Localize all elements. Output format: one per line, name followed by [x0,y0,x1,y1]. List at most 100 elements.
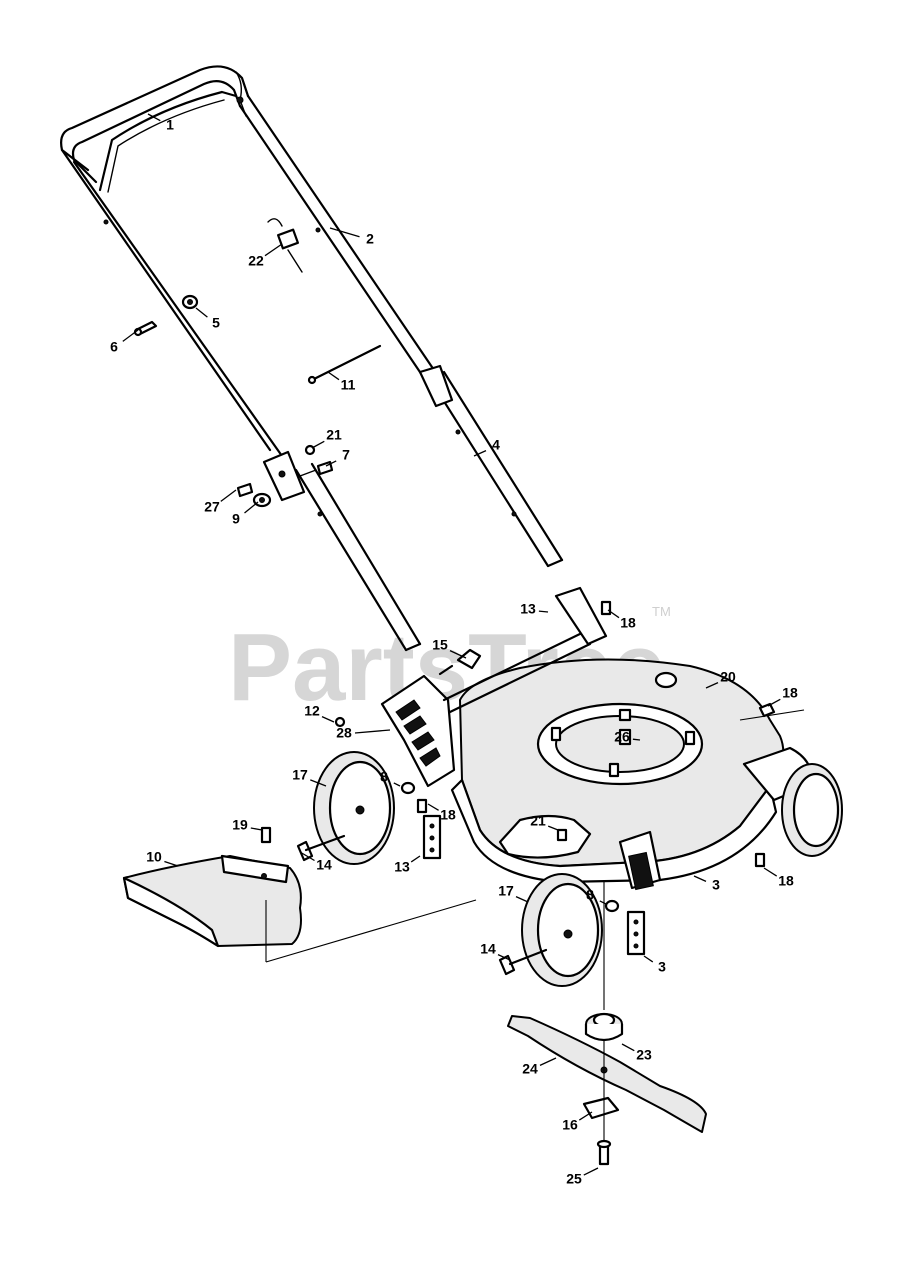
callout-leader-line [705,682,719,689]
callout-leader-line [220,489,237,502]
callout-20: 20 [705,669,736,689]
callout-label: 4 [492,437,500,453]
callout-layer: 1 22 25 6 11 4 2 17 27 9 13 18 15 20 18 12 26 28 17 8 18 21 19… [110,113,798,1187]
callout-leader-line [643,955,654,963]
callout-27: 27 [204,489,237,515]
washer-rear-part-8 [400,781,416,795]
callout-label: 14 [316,857,332,873]
callout-leader-line [693,875,707,882]
callout-label: 23 [636,1047,652,1063]
callout-label: 27 [204,499,220,515]
blade-adapter-part-23 [584,1012,624,1042]
rear-left-wheel-part-17 [313,751,395,865]
callout-leader-line [195,307,208,318]
callout-14: 14 [299,851,332,873]
alignment-lines [265,709,805,1140]
callout-leader-line [515,896,529,903]
callout-label: 3 [658,959,666,975]
callout-label: 3 [712,877,720,893]
callout-label: 22 [248,253,264,269]
callout-leader-line [354,729,391,734]
blade-bolt-part-25 [596,1139,612,1166]
lower-handle [262,364,564,652]
handle-knob-part-5 [181,294,199,310]
callout-label: 11 [341,377,356,393]
bracket-part-13 [422,814,442,860]
callout-15: 15 [432,637,467,659]
callout-18: 18 [763,867,794,889]
callout-11: 11 [327,371,356,393]
callout-label: 2 [366,231,374,247]
callout-16: 16 [562,1111,593,1133]
callout-7: 7 [325,447,350,467]
callout-leader-line [244,501,259,514]
callout-leader-line [473,450,487,457]
callout-label: 8 [586,887,594,903]
bracket-part-3 [626,910,646,956]
callout-14: 14 [480,941,511,961]
watermark-trademark: TM [652,604,671,619]
callout-leader-line [767,698,781,707]
callout-leader-line [393,782,401,787]
callout-9: 9 [232,501,259,527]
callout-leader-line [147,113,161,122]
callout-leader-line [327,371,340,381]
callout-leader-line [547,825,559,831]
callout-label: 10 [146,849,162,865]
callout-leader-line [539,1057,557,1066]
callout-6: 6 [110,329,139,355]
callout-label: 19 [232,817,248,833]
callout-24: 24 [522,1057,557,1077]
callout-label: 6 [110,339,118,355]
callout-label: 25 [566,1171,582,1187]
bell-support-part-16 [582,1096,620,1120]
callout-leader-line [497,954,511,961]
callout-label: 13 [394,859,410,875]
callout-leader-line [311,440,325,449]
callout-12: 12 [304,703,335,723]
callout-leader-line [250,827,263,831]
callout-leader-line [427,803,439,811]
callout-label: 1 [166,117,174,133]
callout-label: 16 [562,1117,578,1133]
callout-leader-line [410,855,421,863]
callout-leader-line [763,867,778,877]
handle-knob-part-15 [438,648,482,676]
callout-leader-line [122,329,139,342]
callout-18: 18 [767,685,798,707]
callout-label: 28 [336,725,352,741]
front-left-wheel-part-17 [521,873,603,987]
callout-4: 4 [473,437,500,457]
callout-leader-line [607,609,620,619]
callout-label: 8 [380,769,388,785]
callout-label: 24 [522,1061,538,1077]
nut-part-12 [334,716,346,728]
callout-label: 17 [292,767,308,783]
callout-label: 14 [480,941,496,957]
callout-label: 7 [342,447,350,463]
callout-10: 10 [146,849,179,867]
callout-leader-line [583,1167,599,1176]
callout-18: 18 [427,803,456,823]
callout-leader-line [621,1043,635,1052]
cable-tie-part-22 [267,218,303,273]
callout-leader-line [449,650,467,659]
callout-label: 17 [498,883,514,899]
screws [260,600,776,868]
callout-leader-line [264,243,283,257]
callout-label: 21 [326,427,342,443]
callout-leader-line [538,610,549,613]
callout-17: 17 [498,883,529,903]
discharge-chute-part-10 [122,854,302,948]
callout-13: 13 [394,855,421,875]
upper-handle [60,65,436,458]
callout-26: 26 [614,729,641,745]
callout-leader-line [329,227,360,238]
height-adjuster-part-28 [380,586,608,788]
callout-leader-line [321,716,335,723]
callout-label: 18 [778,873,794,889]
callout-leader-line [578,1111,593,1121]
callout-leader-line [325,460,337,467]
rear-right-wheel [781,763,843,857]
